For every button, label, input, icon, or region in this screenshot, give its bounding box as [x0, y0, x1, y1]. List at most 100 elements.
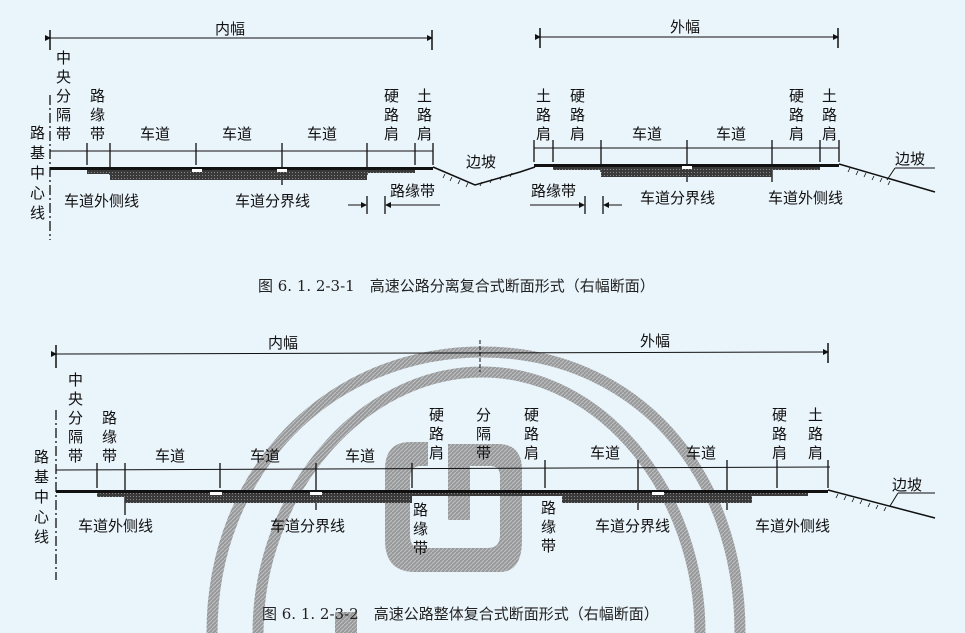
edge-strip-bottom-label: 路缘带: [531, 182, 576, 200]
svg-text:硬: 硬: [772, 406, 787, 424]
svg-text:路: 路: [90, 87, 105, 105]
lanes-pavement: [125, 493, 412, 503]
lane-label: 车道: [716, 125, 746, 143]
outer-soil-shoulder-right-label: 土 路 肩: [822, 87, 837, 143]
svg-text:带: 带: [68, 447, 83, 465]
svg-text:肩: 肩: [417, 125, 432, 143]
lane-label: 车道: [590, 444, 620, 462]
slope-label: 边坡: [895, 150, 925, 168]
road-surface: [50, 167, 433, 170]
svg-text:路: 路: [384, 106, 399, 124]
svg-text:硬: 硬: [789, 87, 804, 105]
lane-divider-label: 车道分界线: [235, 192, 310, 210]
lane-label: 车道: [222, 125, 252, 143]
svg-text:隔: 隔: [476, 425, 491, 443]
svg-text:心: 心: [34, 508, 49, 526]
svg-text:路: 路: [570, 106, 585, 124]
svg-text:缘: 缘: [90, 106, 105, 124]
svg-text:肩: 肩: [789, 125, 804, 143]
median-label: 中 央 分 隔 带: [56, 49, 71, 143]
svg-text:中: 中: [56, 49, 71, 67]
svg-text:路: 路: [822, 106, 837, 124]
centerline-label: 路 基 中 心 线: [34, 448, 49, 546]
outer-width-label: 外幅: [640, 332, 670, 350]
svg-text:路: 路: [808, 425, 823, 443]
svg-text:路: 路: [429, 425, 444, 443]
lanes-pavement: [562, 493, 752, 503]
svg-text:基: 基: [34, 468, 49, 486]
outer-width-label: 外幅: [670, 18, 700, 36]
svg-text:硬: 硬: [429, 406, 444, 424]
lane-label: 车道: [250, 447, 280, 465]
lanes-pavement: [601, 167, 772, 177]
lane-label: 车道: [686, 444, 716, 462]
outer-lane-line-label: 车道外侧线: [768, 189, 843, 207]
svg-text:路: 路: [536, 106, 551, 124]
svg-text:分: 分: [68, 409, 83, 427]
centerline-label: 路 基 中 心 线: [30, 124, 45, 222]
svg-text:带: 带: [56, 125, 71, 143]
svg-text:路: 路: [524, 425, 539, 443]
hard-shoulder-right-label: 硬 路 肩: [772, 406, 787, 462]
svg-text:路: 路: [413, 501, 428, 519]
svg-text:线: 线: [34, 528, 49, 546]
median-label: 中 央 分 隔 带: [68, 371, 83, 465]
hard-shoulder-label: 硬 路 肩: [384, 87, 399, 143]
svg-text:路: 路: [30, 124, 45, 142]
svg-text:心: 心: [30, 184, 45, 202]
outer-lane-line-label: 车道外侧线: [78, 517, 153, 535]
svg-text:带: 带: [90, 125, 105, 143]
lanes-pavement: [110, 170, 367, 180]
slope-label: 边坡: [466, 153, 496, 171]
svg-text:中: 中: [68, 371, 83, 389]
svg-text:隔: 隔: [68, 428, 83, 446]
svg-text:硬: 硬: [524, 406, 539, 424]
hard-shoulder-inner-label: 硬 路 肩: [429, 406, 444, 462]
svg-text:中: 中: [34, 488, 49, 506]
slope-label: 边坡: [892, 476, 922, 494]
svg-text:硬: 硬: [570, 87, 585, 105]
svg-text:央: 央: [56, 68, 71, 86]
svg-text:肩: 肩: [536, 125, 551, 143]
svg-text:土: 土: [808, 406, 823, 424]
svg-text:分: 分: [56, 87, 71, 105]
lane-divider-label: 车道分界线: [270, 517, 345, 535]
svg-text:肩: 肩: [570, 125, 585, 143]
svg-text:缘: 缘: [413, 520, 428, 538]
svg-text:肩: 肩: [524, 444, 539, 462]
edge-strip-bottom-label: 路缘带: [390, 182, 435, 200]
svg-text:路: 路: [102, 409, 117, 427]
lane-label: 车道: [307, 125, 337, 143]
figure-1-caption: 图 6. 1. 2-3-1 高速公路分离复合式断面形式（右幅断面）: [258, 277, 655, 295]
svg-text:分: 分: [476, 406, 491, 424]
svg-text:带: 带: [476, 444, 491, 462]
inner-width-label: 内幅: [215, 20, 245, 38]
slope-valley: [432, 166, 536, 186]
svg-text:带: 带: [413, 539, 428, 557]
figure-2-integrated-section: 内幅 外幅 路 基 中 心 线 中 央 分 隔 带 路 缘 带 车道 车道 车道…: [34, 332, 936, 623]
svg-text:肩: 肩: [429, 444, 444, 462]
outer-hard-shoulder-left-label: 硬 路 肩: [570, 87, 585, 143]
svg-text:路: 路: [772, 425, 787, 443]
hard-shoulder-outer-left-label: 硬 路 肩: [524, 406, 539, 462]
figure-2-caption: 图 6. 1. 2-3-2 高速公路整体复合式断面形式（右幅断面）: [262, 605, 659, 623]
svg-text:肩: 肩: [384, 125, 399, 143]
svg-text:带: 带: [102, 447, 117, 465]
svg-text:肩: 肩: [822, 125, 837, 143]
svg-text:隔: 隔: [56, 106, 71, 124]
lane-label: 车道: [155, 447, 185, 465]
svg-text:土: 土: [536, 87, 551, 105]
inner-width-label: 内幅: [268, 334, 298, 352]
outer-soil-shoulder-left-label: 土 路 肩: [536, 87, 551, 143]
road-surface: [56, 490, 828, 493]
svg-text:中: 中: [30, 164, 45, 182]
svg-text:基: 基: [30, 144, 45, 162]
lane-label: 车道: [632, 125, 662, 143]
lane-label: 车道: [140, 125, 170, 143]
svg-text:缘: 缘: [541, 518, 556, 536]
lane-divider-label: 车道分界线: [595, 517, 670, 535]
svg-text:土: 土: [417, 87, 432, 105]
edge-strip-label: 路 缘 带: [102, 409, 117, 465]
lane-label: 车道: [345, 447, 375, 465]
